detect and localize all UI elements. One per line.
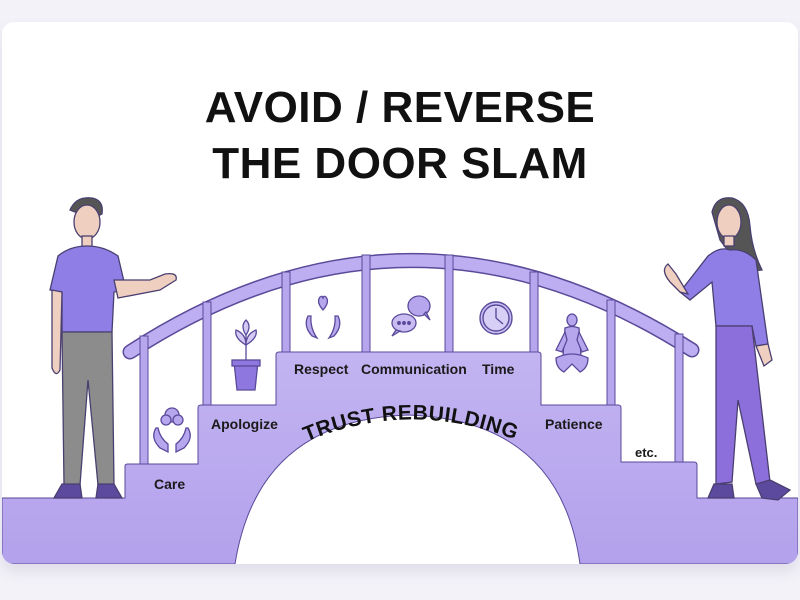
potted-plant-icon bbox=[231, 319, 261, 391]
step-label-care: Care bbox=[154, 476, 186, 492]
woman-figure bbox=[663, 197, 792, 501]
hands-holding-flower-icon bbox=[153, 407, 191, 454]
step-label-etc: etc. bbox=[635, 445, 658, 460]
meditation-icon bbox=[555, 313, 589, 373]
step-label-respect: Respect bbox=[294, 361, 349, 377]
clock-icon bbox=[479, 301, 513, 335]
bridge-body bbox=[2, 351, 798, 564]
title-line-2: THE DOOR SLAM bbox=[212, 139, 588, 188]
step-label-apologize: Apologize bbox=[211, 416, 278, 432]
speech-bubbles-icon bbox=[391, 295, 431, 337]
step-label-communication: Communication bbox=[361, 361, 467, 377]
center-label-text: TRUST REBUILDING bbox=[300, 401, 521, 446]
step-label-time: Time bbox=[482, 361, 515, 377]
svg-text:TRUST REBUILDING: TRUST REBUILDING bbox=[300, 401, 522, 446]
step-label-patience: Patience bbox=[545, 416, 603, 432]
man-figure bbox=[49, 197, 177, 499]
title-line-1: AVOID / REVERSE bbox=[204, 83, 596, 132]
hands-heart-icon bbox=[305, 295, 341, 340]
